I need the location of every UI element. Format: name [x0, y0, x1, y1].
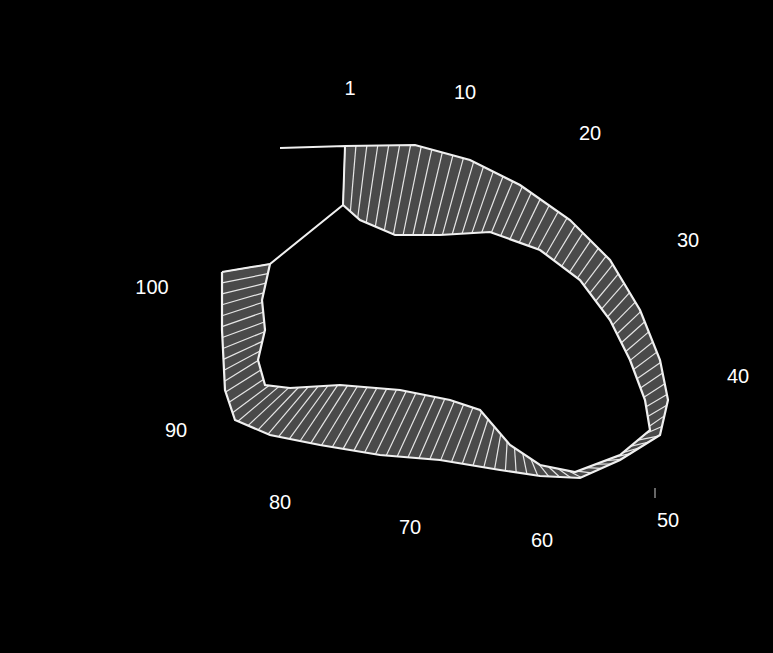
- chord-line: [311, 386, 348, 444]
- chord-line: [279, 386, 318, 436]
- chord-line: [268, 387, 308, 434]
- chord-line: [538, 212, 558, 250]
- outer-contour: [222, 145, 668, 478]
- chord-line: [491, 181, 512, 232]
- chord-line: [640, 373, 662, 388]
- chord-line: [495, 434, 501, 469]
- segment-number: 50: [657, 510, 679, 530]
- chord-line: [505, 442, 507, 471]
- chord-line: [646, 395, 667, 407]
- chord-line: [442, 158, 463, 235]
- inner-contour: [258, 205, 650, 472]
- chord-line: [621, 322, 644, 343]
- chord-line: [452, 162, 473, 234]
- chord-line: [233, 385, 269, 412]
- chord-line: [519, 199, 540, 242]
- chord-line: [570, 241, 591, 273]
- chord-line: [590, 265, 613, 294]
- excluded-region: [222, 146, 345, 272]
- chord-line: [482, 176, 503, 232]
- chord-line: [366, 146, 377, 223]
- chord-line: [596, 274, 619, 301]
- chord-line: [501, 187, 523, 236]
- chord-line: [350, 146, 356, 212]
- segment-number: 30: [677, 230, 699, 250]
- chord-line: [608, 293, 630, 317]
- chord-line: [562, 233, 583, 266]
- chord-line: [473, 419, 488, 465]
- chord-line: [510, 193, 531, 239]
- chord-line: [408, 397, 435, 457]
- chord-line: [225, 361, 259, 382]
- chord-line: [484, 427, 495, 468]
- segment-number: 20: [579, 123, 601, 143]
- chord-line: [226, 370, 261, 392]
- chord-line: [229, 379, 263, 402]
- chord-line: [223, 341, 262, 359]
- chord-line: [433, 155, 453, 235]
- chord-line: [584, 256, 606, 285]
- chord-line: [546, 218, 567, 255]
- segment-number: 100: [135, 277, 168, 297]
- chord-line: [441, 405, 464, 461]
- segment-number: 60: [531, 530, 553, 550]
- chord-line: [430, 401, 454, 459]
- chord-line: [343, 388, 377, 449]
- chord-line: [451, 408, 472, 462]
- segment-number: 10: [454, 82, 476, 102]
- chord-line: [384, 145, 399, 230]
- segment-number: 70: [399, 517, 421, 537]
- chord-line: [289, 386, 327, 439]
- myocardium-ring: [222, 145, 668, 478]
- chord-line: [462, 412, 481, 464]
- chord-line: [403, 147, 421, 235]
- chord-line: [528, 205, 549, 245]
- segment-number: 40: [727, 366, 749, 386]
- chord-line: [413, 150, 432, 235]
- chord-line: [222, 312, 263, 326]
- chord-line: [258, 387, 298, 429]
- segment-number: 80: [269, 492, 291, 512]
- chord-line: [393, 145, 410, 234]
- segment-number: 90: [165, 420, 187, 440]
- chord-line: [613, 302, 636, 325]
- chord-line: [332, 387, 367, 447]
- chord-line: [419, 399, 445, 458]
- chord-line: [222, 293, 264, 305]
- tick-mark: [655, 488, 656, 498]
- chord-line: [617, 312, 641, 334]
- chord-line: [222, 302, 262, 315]
- chord-line: [224, 351, 260, 370]
- chord-line: [322, 386, 358, 445]
- chord-line: [222, 274, 268, 283]
- chord-line: [358, 146, 367, 218]
- chord-line: [222, 283, 266, 294]
- chord-line: [223, 332, 265, 349]
- chord-line: [248, 388, 289, 426]
- chord-line: [644, 384, 665, 397]
- chord-line: [462, 167, 483, 234]
- chord-line: [515, 448, 517, 472]
- chord-line: [397, 395, 425, 456]
- chord-line: [472, 172, 493, 233]
- chord-line: [300, 385, 338, 441]
- segment-number: 1: [344, 78, 355, 98]
- chord-line: [423, 152, 443, 235]
- chord-line: [554, 225, 575, 260]
- chord-line: [577, 248, 598, 278]
- chord-line: [602, 283, 624, 309]
